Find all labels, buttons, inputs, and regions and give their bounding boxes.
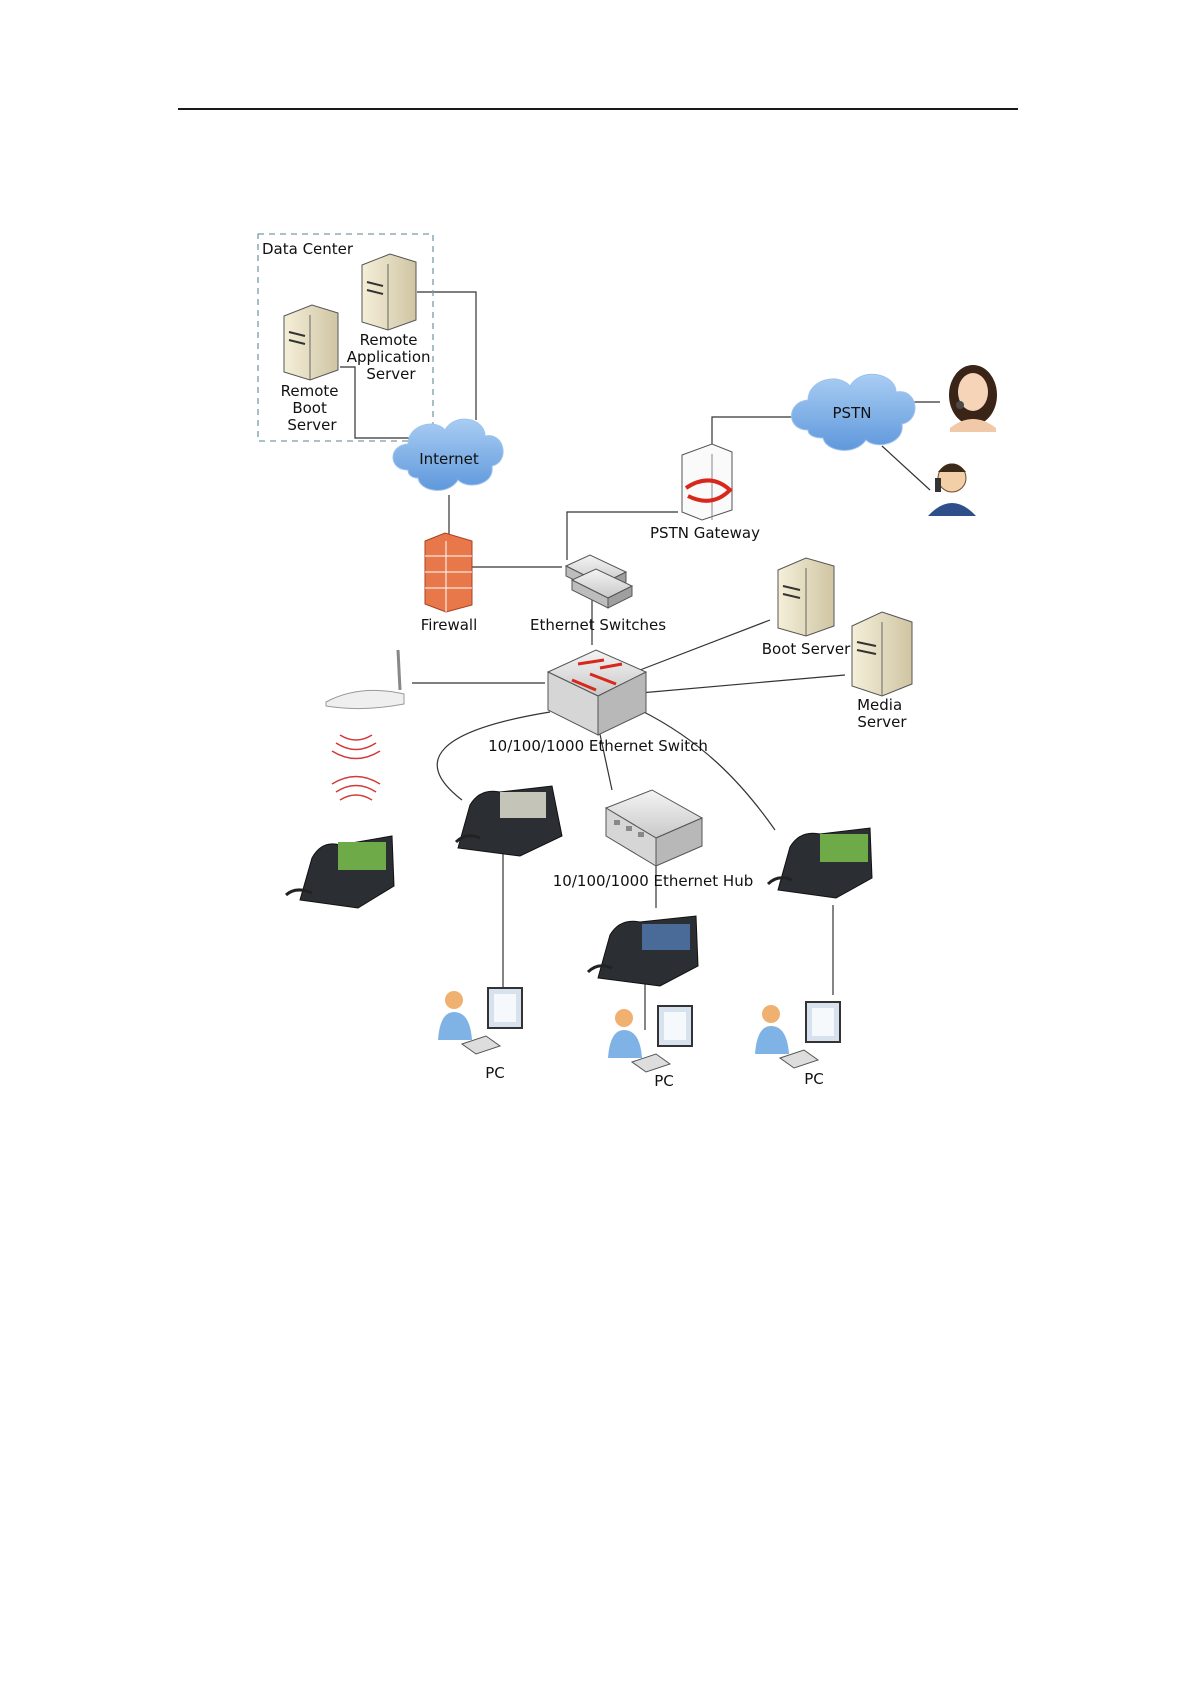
internet-label: Internet (419, 450, 479, 468)
pstn-gateway-icon (682, 444, 732, 520)
pc-1-icon (438, 988, 522, 1054)
line-switch-phone1 (437, 712, 550, 800)
line-gateway-pstn (712, 417, 800, 445)
ethernet-switch-label: 10/100/1000 Ethernet Switch (488, 737, 708, 755)
ip-phone-1-icon (456, 786, 562, 856)
pc-3-icon (755, 1002, 840, 1068)
ethernet-hub-label: 10/100/1000 Ethernet Hub (553, 872, 753, 890)
firewall-label: Firewall (421, 616, 478, 634)
ip-phone-3-icon (768, 828, 872, 898)
pc-2-label: PC (654, 1072, 674, 1090)
ethernet-hub-icon (606, 790, 702, 866)
pc-1-label: PC (485, 1064, 505, 1082)
line-switch-mediaserver (640, 675, 845, 693)
line-switch-hub (598, 725, 612, 790)
wireless-access-point-icon (326, 650, 404, 709)
remote-application-server-label: Remote Application Server (347, 331, 436, 383)
boot-server-icon (778, 558, 834, 636)
pc-2-icon (608, 1006, 692, 1072)
wireless-signal-icon (332, 735, 380, 800)
caller-woman-icon (949, 365, 997, 432)
caller-man-icon (928, 464, 976, 517)
media-server-label: Media Server (857, 696, 907, 731)
remote-boot-server-label: Remote Boot Server (281, 382, 344, 434)
ethernet-switches-label: Ethernet Switches (530, 616, 666, 634)
ip-phone-wireless-icon (286, 836, 394, 908)
pstn-gateway-label: PSTN Gateway (650, 524, 760, 542)
boot-server-label: Boot Server (762, 640, 851, 658)
ethernet-switches-icon (566, 555, 632, 608)
ethernet-switch-icon (548, 650, 646, 735)
firewall-icon (425, 533, 472, 612)
data-center-label: Data Center (262, 240, 354, 258)
line-pstn-man (882, 446, 930, 490)
remote-boot-server-icon (284, 305, 338, 380)
pc-3-label: PC (804, 1070, 824, 1088)
remote-application-server-icon (362, 254, 416, 330)
media-server-icon (852, 612, 912, 696)
pstn-label: PSTN (833, 404, 872, 422)
ip-phone-2-icon (588, 916, 698, 986)
